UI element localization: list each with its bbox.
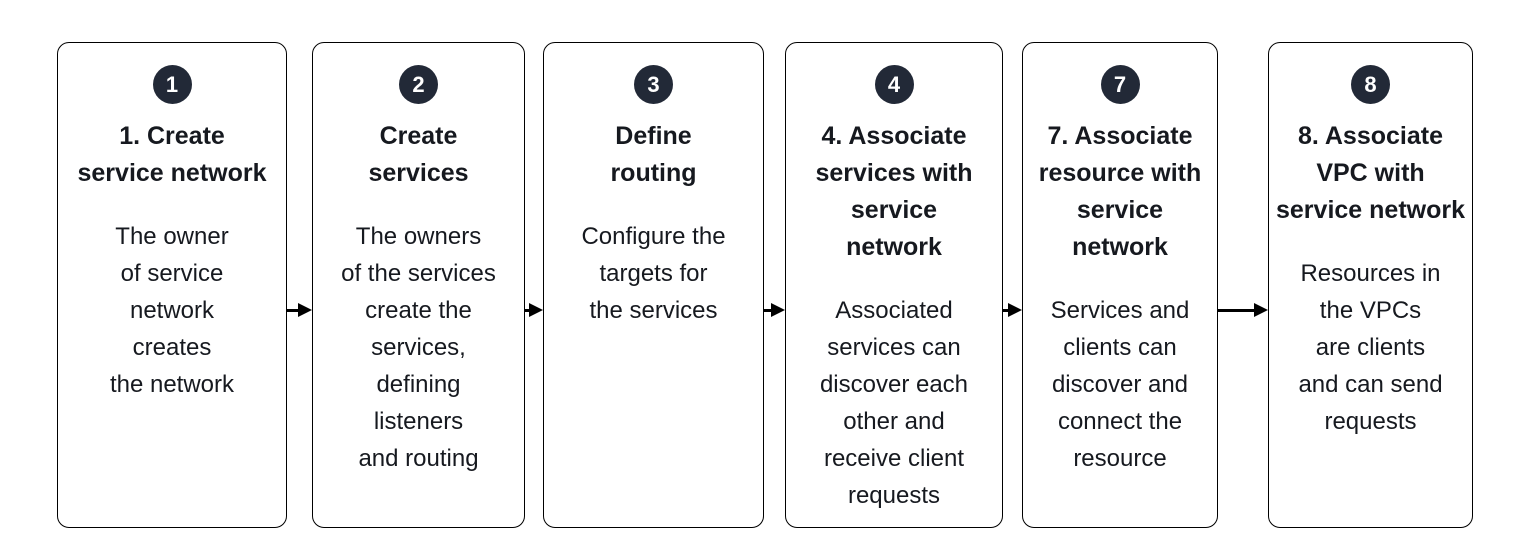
step-title: 7. Associate resource with service netwo… — [1038, 122, 1202, 261]
step-description: Associated services can discover each ot… — [819, 297, 969, 509]
step-number-badge: 3 — [634, 65, 673, 104]
step-description: The owner of service network creates the… — [109, 223, 235, 398]
step-number-badge: 2 — [399, 65, 438, 104]
step-title: 1. Create service network — [77, 122, 267, 187]
step-number: 8 — [1364, 72, 1377, 97]
step-number-badge: 8 — [1351, 65, 1390, 104]
step-title: 8. Associate VPC with service network — [1276, 122, 1465, 224]
step-number: 2 — [412, 72, 425, 97]
step-number: 1 — [165, 72, 179, 97]
step-box-1: 1 1. Create service network The owner of… — [57, 42, 287, 528]
step-description: Services and clients can discover and co… — [1050, 297, 1190, 472]
step-number-badge: 7 — [1100, 65, 1140, 104]
step-number: 7 — [1113, 72, 1127, 97]
arrow-right-icon — [524, 301, 543, 319]
step-number: 3 — [647, 72, 660, 97]
step-number-badge: 4 — [874, 65, 914, 104]
arrow-right-icon — [1217, 301, 1268, 319]
arrow-right-icon — [1002, 301, 1022, 319]
step-box-4: 4 4. Associate services with service net… — [785, 42, 1003, 528]
step-number: 4 — [887, 72, 901, 97]
step-title: 4. Associate services with service netwo… — [815, 122, 973, 261]
step-box-7: 7 7. Associate resource with service net… — [1022, 42, 1218, 528]
step-box-8: 8 8. Associate VPC with service network … — [1268, 42, 1473, 528]
step-title: Create services — [368, 122, 469, 187]
step-description: Resources in the VPCs are clients and ca… — [1298, 260, 1443, 435]
step-box-2: 2 Create services The owners of the serv… — [312, 42, 525, 528]
step-box-3: 3 Define routing Configure the targets f… — [543, 42, 764, 528]
arrow-right-icon — [286, 301, 312, 319]
step-title: Define routing — [610, 122, 697, 187]
step-description: The owners of the services create the se… — [341, 223, 496, 472]
step-number-badge: 1 — [152, 65, 192, 104]
step-description: Configure the targets for the services — [581, 223, 726, 324]
arrow-right-icon — [763, 301, 785, 319]
